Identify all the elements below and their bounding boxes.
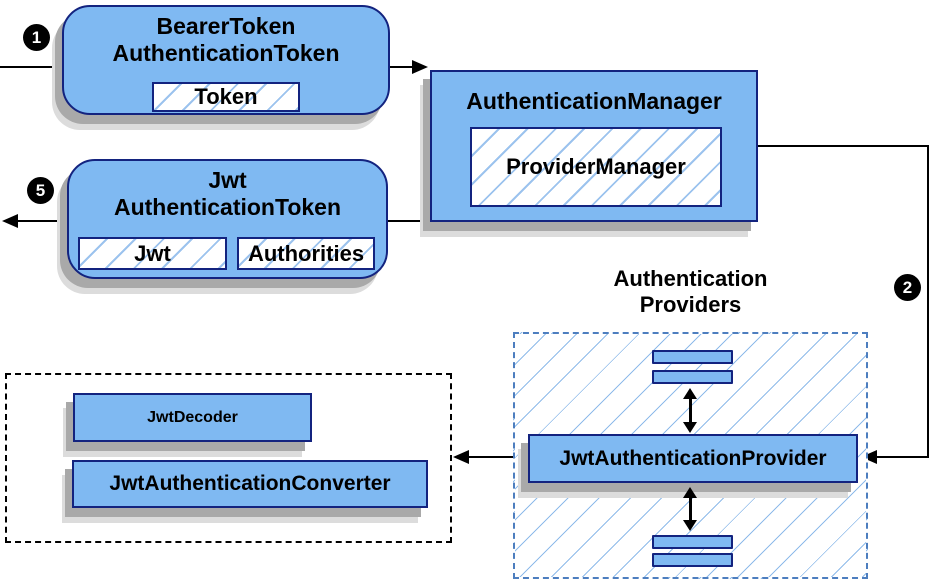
jwt-authentication-provider-node: JwtAuthenticationProvider [528, 434, 858, 483]
jwt-authentication-token-node: Jwt AuthenticationToken Jwt Authorities [67, 159, 388, 279]
provider-manager-field: ProviderManager [470, 127, 722, 207]
provider-to-decoder-line [467, 456, 528, 458]
success-exit-arrowhead-icon [2, 214, 18, 228]
authorities-field: Authorities [237, 237, 375, 270]
provider-list-arrow-top-line [689, 397, 692, 423]
provider-list-bar [652, 553, 733, 567]
token-field: Token [152, 82, 300, 112]
authentication-manager-title: AuthenticationManager [466, 88, 722, 114]
provider-list-arrow-down-icon [683, 422, 697, 433]
jwt-token-node-title: Jwt AuthenticationToken [113, 167, 341, 220]
jwt-decoder-node: JwtDecoder [73, 393, 312, 442]
decoder-converter-group: JwtDecoder JwtAuthenticationConverter [5, 373, 452, 543]
provider-list-arrow-up-icon [683, 388, 697, 399]
bearer-to-manager-arrowhead-icon [412, 60, 428, 74]
provider-list-arrow-bottom-line [689, 496, 692, 522]
step-2-path-bottom [876, 456, 929, 458]
step-2-badge: 2 [894, 274, 921, 301]
success-exit-line [15, 220, 68, 222]
provider-to-decoder-arrowhead-icon [453, 450, 469, 464]
provider-list-arrow-down-icon [683, 520, 697, 531]
step-2-path-top [757, 145, 929, 147]
bearer-to-manager-line [390, 66, 414, 68]
bearer-token-node-title: BearerToken AuthenticationToken [112, 13, 340, 66]
jwt-authentication-converter-node: JwtAuthenticationConverter [72, 460, 428, 508]
step-5-badge: 5 [27, 177, 54, 204]
step-2-path-right [927, 145, 929, 458]
manager-to-jwt-token-line [388, 220, 432, 222]
authentication-manager-node: AuthenticationManager ProviderManager [430, 70, 758, 222]
provider-list-bar [652, 535, 733, 549]
bearer-token-authentication-token-node: BearerToken AuthenticationToken Token [62, 5, 390, 115]
provider-list-bar [652, 350, 733, 364]
step-1-badge: 1 [23, 24, 50, 51]
authentication-providers-title: Authentication Providers [613, 266, 768, 317]
incoming-request-line [0, 66, 63, 68]
provider-list-arrow-up-icon [683, 487, 697, 498]
jwt-field: Jwt [78, 237, 227, 270]
provider-list-bar [652, 370, 733, 384]
